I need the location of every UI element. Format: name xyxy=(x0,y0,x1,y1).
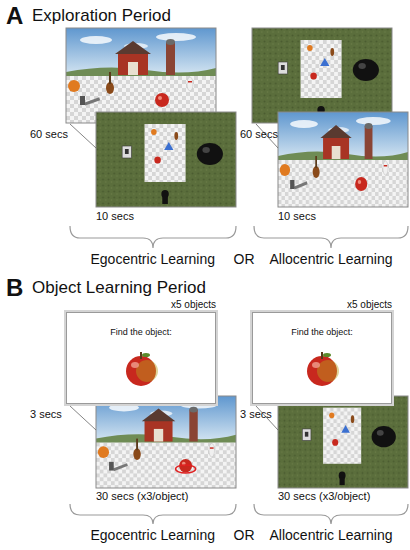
condition-label: Allocentric Learning xyxy=(270,251,393,267)
screenshot-farm xyxy=(66,28,216,123)
condition-label: Egocentric Learning xyxy=(91,251,216,267)
duration-label: 10 secs xyxy=(96,210,134,222)
screenshot-map xyxy=(252,28,392,123)
duration-label: 60 secs xyxy=(240,128,278,140)
repeat-label: x5 objects xyxy=(171,299,216,310)
duration-label: 30 secs (x3/object) xyxy=(278,490,370,502)
leader-line xyxy=(70,124,96,148)
duration-label: 30 secs (x3/object) xyxy=(96,490,188,502)
duration-label: 3 secs xyxy=(30,408,62,420)
condition-label: Egocentric Learning xyxy=(91,527,216,543)
instruction-text: Find the object: xyxy=(253,327,391,337)
curly-brace xyxy=(70,226,236,248)
instruction-screen: Find the object: xyxy=(66,312,216,404)
panel-letter: B xyxy=(6,274,23,302)
panel-title: Exploration Period xyxy=(32,6,171,26)
apple-picture xyxy=(302,349,342,389)
curly-brace xyxy=(70,504,236,524)
repeat-label: x5 objects xyxy=(347,299,392,310)
curly-brace xyxy=(254,226,408,248)
screenshot-farm xyxy=(96,396,236,488)
condition-label: Allocentric Learning xyxy=(270,527,393,543)
curly-brace xyxy=(254,504,408,524)
leader-line xyxy=(70,406,96,430)
screenshot-map xyxy=(278,396,408,488)
or-label: OR xyxy=(234,251,255,267)
duration-label: 3 secs xyxy=(240,408,272,420)
duration-label: 60 secs xyxy=(30,128,68,140)
panel-letter: A xyxy=(6,2,23,30)
panel-title: Object Learning Period xyxy=(32,278,206,298)
instruction-text: Find the object: xyxy=(67,327,215,337)
or-label: OR xyxy=(234,527,255,543)
instruction-screen: Find the object: xyxy=(252,312,392,404)
duration-label: 10 secs xyxy=(278,210,316,222)
screenshot-map xyxy=(96,112,236,207)
screenshot-farm xyxy=(278,112,408,207)
apple-picture xyxy=(121,349,161,389)
